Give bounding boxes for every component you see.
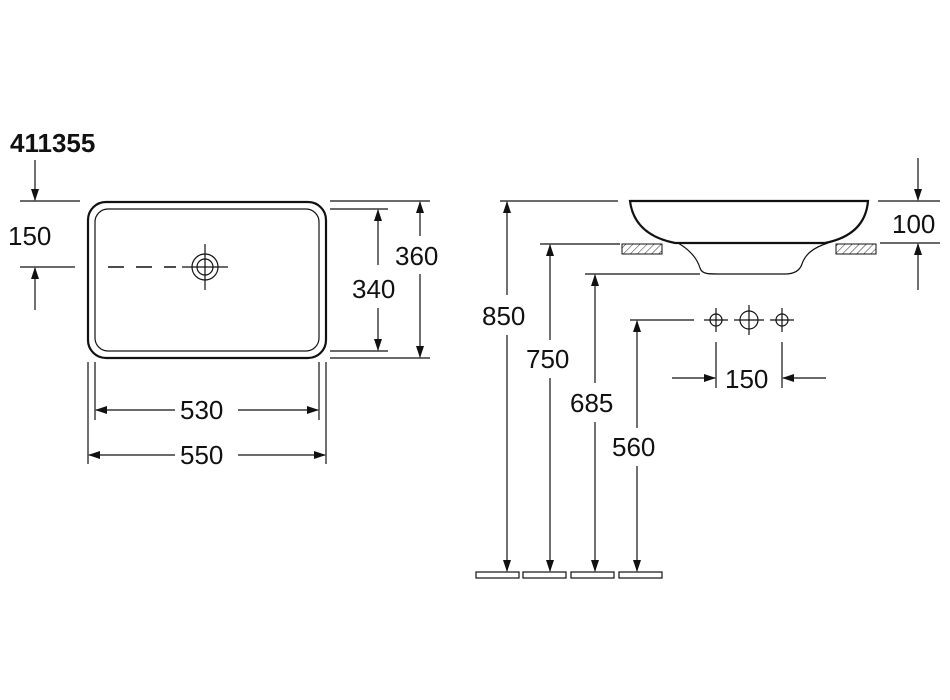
dimension-label-drain-offset: 150 xyxy=(8,221,51,251)
dimension-outer-depth: 360 xyxy=(330,200,438,359)
floor-plate-3 xyxy=(570,571,615,579)
countertop-right xyxy=(835,243,877,255)
dimension-bowl-height: 100 xyxy=(878,158,940,290)
dimension-height-counter: 750 xyxy=(526,243,620,572)
dimension-height-tap: 560 xyxy=(612,319,694,572)
countertop-left xyxy=(621,243,663,255)
dimension-inner-width: 530 xyxy=(94,362,320,425)
plan-view: 150 340 360 530 xyxy=(8,160,438,470)
dimension-label-height-tap: 560 xyxy=(612,432,655,462)
dimension-inner-depth: 340 xyxy=(330,208,395,352)
floor-plate-4 xyxy=(618,571,663,579)
drain-icon xyxy=(182,244,228,290)
bowl-base xyxy=(677,242,829,275)
tap-hole-right-icon xyxy=(770,308,794,332)
product-code: 411355 xyxy=(10,128,95,158)
dimension-label-bowl-height: 100 xyxy=(892,209,935,239)
dimension-drain-offset: 150 xyxy=(8,160,80,310)
dimension-tap-spacing: 150 xyxy=(672,342,826,394)
dimension-label-outer-depth: 360 xyxy=(395,241,438,271)
dimension-height-waste: 685 xyxy=(570,273,700,572)
tap-hole-center-icon xyxy=(734,305,764,335)
dimension-label-outer-width: 550 xyxy=(180,440,223,470)
dimension-height-top: 850 xyxy=(482,200,618,572)
dimension-outer-width: 550 xyxy=(87,362,327,470)
dimension-label-inner-width: 530 xyxy=(180,395,223,425)
basin-inner-outline xyxy=(94,208,320,352)
side-view: 100 850 750 685 560 xyxy=(475,158,940,579)
dimension-label-inner-depth: 340 xyxy=(352,274,395,304)
dimension-label-tap-spacing: 150 xyxy=(725,364,768,394)
floor-plate-2 xyxy=(522,571,567,579)
tap-hole-left-icon xyxy=(704,308,728,332)
dimension-label-height-counter: 750 xyxy=(526,344,569,374)
dimension-label-height-top: 850 xyxy=(482,301,525,331)
basin-outer-outline xyxy=(86,200,328,360)
dimension-label-height-waste: 685 xyxy=(570,388,613,418)
bowl-profile xyxy=(628,199,870,245)
floor-plate-1 xyxy=(475,571,520,579)
